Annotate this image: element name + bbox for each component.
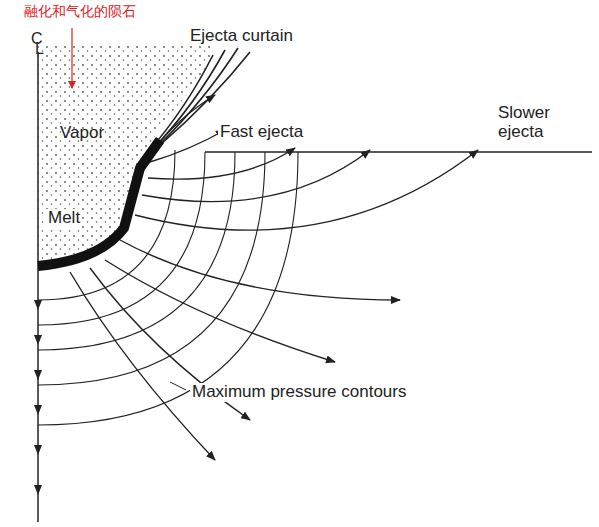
region-label: Vapor: [60, 124, 104, 143]
annotation-arrow: [71, 28, 72, 88]
region-label: Melt: [46, 209, 82, 228]
flow-lines: [70, 95, 478, 460]
centerline-arrows: [34, 300, 42, 495]
melt-lining: [38, 140, 160, 266]
region-label: Ejecta curtain: [188, 27, 295, 46]
centerline-symbol: L: [35, 40, 44, 58]
region-label: Fast ejecta: [218, 123, 305, 142]
region-label: Maximum pressure contours: [190, 383, 408, 402]
ground-line: [205, 151, 592, 152]
annotation-text: 融化和气化的陨石: [24, 4, 136, 19]
leader-line: [170, 382, 186, 390]
region-label: Slower ejecta: [496, 104, 570, 141]
